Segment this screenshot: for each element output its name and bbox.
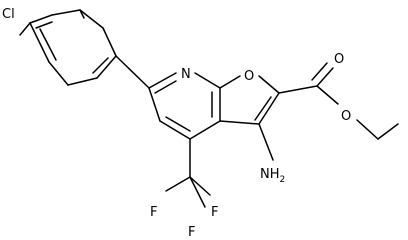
aryl-pyridine-bond [115,55,150,89]
fluorine-atom-label-1: F [150,205,157,220]
carbonyl-oxygen-label: O [334,52,344,67]
pyridine-ring [148,72,221,140]
ethyl-ester-group [278,62,399,140]
fluorine-atom-label-2: F [188,225,195,238]
chlorine-atom-label: Cl [2,7,15,22]
furan-oxygen-label: O [244,69,254,84]
fluorine-atom-label-3: F [211,205,218,220]
amino-group-label: NH2 [260,167,285,185]
amino-bond [258,123,274,161]
pyridine-nitrogen-label: N [181,67,191,82]
furan-ring [219,75,280,125]
trifluoromethyl-group [165,138,211,208]
ester-oxygen-label: O [341,109,351,124]
chlorophenyl-ring [19,9,117,86]
